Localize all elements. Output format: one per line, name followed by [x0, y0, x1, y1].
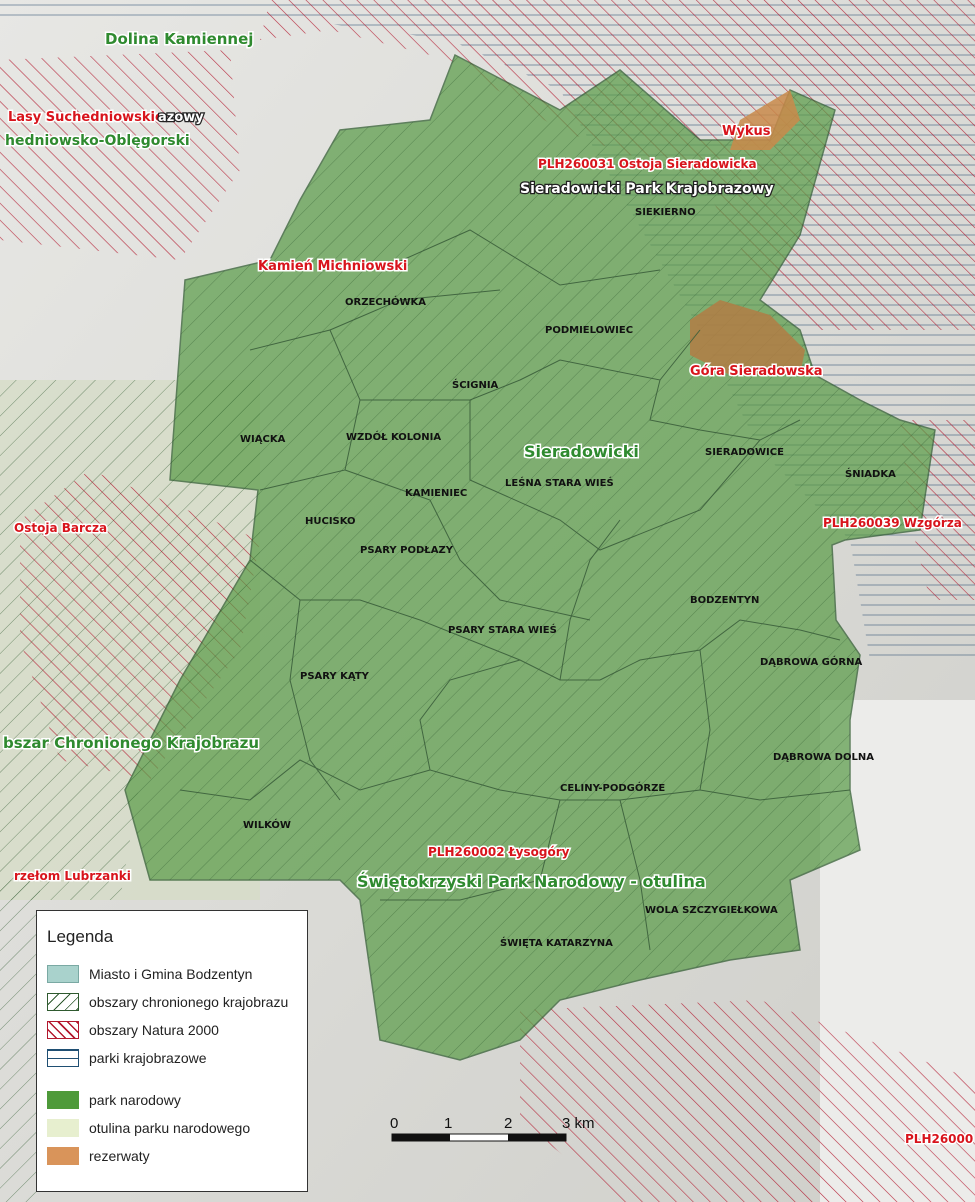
- legend-item-natura-2000: obszary Natura 2000: [47, 1019, 219, 1041]
- legend-item-municipality: Miasto i Gmina Bodzentyn: [47, 963, 252, 985]
- scale-bar: 0 1 2 3 km: [386, 1112, 616, 1152]
- label-plh-wzgorza: PLH260039 Wzgórza: [823, 516, 962, 530]
- village-dabrowa-gorna: DĄBROWA GÓRNA: [760, 655, 862, 668]
- reserve-gora-sieradowska: [690, 300, 805, 375]
- label-gora-sieradowska: Góra Sieradowska: [690, 364, 823, 379]
- legend-label: Miasto i Gmina Bodzentyn: [89, 966, 253, 982]
- label-przelom-lubrzanki: rzełom Lubrzanki: [14, 869, 131, 883]
- village-dabrowa-dolna: DĄBROWA DOLNA: [773, 752, 874, 763]
- village-bodzentyn: BODZENTYN: [690, 595, 759, 606]
- village-psary-stara-wies: PSARY STARA WIEŚ: [448, 623, 557, 636]
- legend-label: park narodowy: [89, 1092, 181, 1108]
- buffer-zone-swatch-icon: [47, 1119, 79, 1137]
- scale-tick-0: 0: [390, 1115, 398, 1132]
- village-kamieniec: KAMIENIEC: [405, 488, 467, 499]
- village-wzdol-kolonia: WZDÓŁ KOLONIA: [346, 430, 441, 443]
- village-wiacka: WIĄCKA: [240, 434, 286, 445]
- village-wilkow: WILKÓW: [243, 818, 291, 831]
- village-celiny-podgorze: CELINY-PODGÓRZE: [560, 781, 665, 794]
- label-swietokrzyski-otulina: Świętokrzyski Park Narodowy - otulina: [357, 872, 706, 891]
- village-scignia: ŚCIGNIA: [452, 378, 499, 391]
- label-kamien-michniowski: Kamień Michniowski: [258, 259, 407, 274]
- scale-tick-3: 3 km: [562, 1115, 595, 1132]
- village-labels: SIEKIERNO ORZECHÓWKA PODMIELOWIEC ŚCIGNI…: [240, 207, 896, 949]
- legend-label: otulina parku narodowego: [89, 1120, 251, 1136]
- label-dolina-kamiennej: Dolina Kamiennej: [105, 30, 253, 48]
- scale-tick-1: 1: [444, 1115, 452, 1132]
- label-sieradowicki: Sieradowicki: [524, 442, 639, 461]
- village-podmielowiec: PODMIELOWIEC: [545, 325, 633, 336]
- label-plh-lysogory: PLH260002 Łysogóry: [428, 845, 570, 859]
- village-siekierno: SIEKIERNO: [635, 207, 696, 218]
- scale-tick-2: 2: [504, 1115, 512, 1132]
- legend-item-buffer-zone: otulina parku narodowego: [47, 1117, 250, 1139]
- label-lasy-suchedniowskie: Lasy Suchedniowskie: [8, 110, 164, 125]
- label-wykus: Wykus: [722, 124, 771, 139]
- map-legend: Legenda Miasto i Gmina Bodzentyn obszary…: [36, 910, 308, 1192]
- village-orzechowka: ORZECHÓWKA: [345, 295, 426, 308]
- legend-title: Legenda: [47, 927, 114, 946]
- label-ostoja-barcza: Ostoja Barcza: [14, 521, 107, 535]
- village-hucisko: HUCISKO: [305, 516, 356, 527]
- label-sieradowicki-park: Sieradowicki Park Krajobrazowy: [520, 181, 774, 197]
- area-labels: Dolina Kamiennej Lasy Suchedniowskie azo…: [2, 29, 975, 1148]
- legend-item-landscape-protection: obszary chronionego krajobrazu: [47, 991, 288, 1013]
- label-suchedniowsko-oblegorski: hedniowsko-Oblęgorski: [5, 133, 190, 149]
- national-park-swatch-icon: [47, 1091, 79, 1109]
- village-lesna-stara-wies: LEŚNA STARA WIEŚ: [505, 476, 614, 489]
- landscape-protection-swatch-icon: [47, 993, 79, 1011]
- reserve-swatch-icon: [47, 1147, 79, 1165]
- label-lasy-suffix: azowy: [158, 110, 204, 125]
- legend-label: rezerwaty: [89, 1148, 150, 1164]
- legend-item-national-park: park narodowy: [47, 1089, 181, 1111]
- legend-label: obszary chronionego krajobrazu: [89, 994, 289, 1010]
- village-sieradowice: SIERADOWICE: [705, 447, 784, 458]
- village-psary-katy: PSARY KĄTY: [300, 671, 370, 682]
- reserve-wykus: [730, 90, 800, 150]
- legend-item-landscape-park: parki krajobrazowe: [47, 1047, 207, 1069]
- village-psary-podlazy: PSARY PODŁAZY: [360, 545, 454, 556]
- village-sniadka: ŚNIADKA: [845, 467, 896, 480]
- municipality-swatch-icon: [47, 965, 79, 983]
- label-plh-ostoja-sieradowicka: PLH260031 Ostoja Sieradowicka: [538, 157, 757, 171]
- natura-2000-swatch-icon: [47, 1021, 79, 1039]
- legend-item-reserve: rezerwaty: [47, 1145, 150, 1167]
- label-plh-bottom: PLH26000: [905, 1132, 973, 1146]
- village-wola-szczygielkowa: WOLA SZCZYGIEŁKOWA: [645, 905, 778, 916]
- landscape-park-swatch-icon: [47, 1049, 79, 1067]
- village-swieta-katarzyna: ŚWIĘTA KATARZYNA: [500, 936, 613, 949]
- legend-label: obszary Natura 2000: [89, 1022, 219, 1038]
- label-obszar-chronionego-krajobrazu: bszar Chronionego Krajobrazu: [3, 734, 259, 752]
- legend-label: parki krajobrazowe: [89, 1050, 207, 1066]
